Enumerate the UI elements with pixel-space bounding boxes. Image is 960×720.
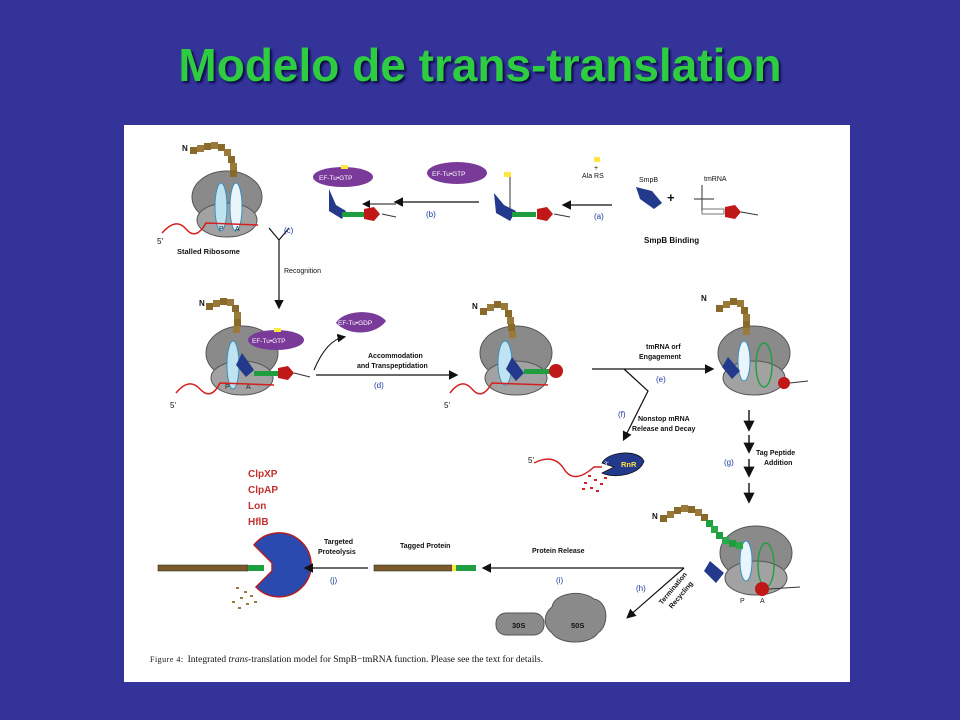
mid3-n-label: N [701, 294, 707, 303]
tagged-protein-label: Tagged Protein [400, 543, 450, 550]
caption-text-2: -translation model for SmpB−tmRNA functi… [248, 654, 543, 665]
tagged-protein-tag [456, 565, 476, 571]
smpb-label: SmpB [639, 177, 658, 184]
step-e-label: (e) [656, 375, 666, 384]
trans-translation-figure: P A N 5' Stalled Ribosome EF-Tu•GTP EF-T… [124, 125, 850, 682]
degraded-protein-tag [248, 565, 264, 571]
nucleotide-fragments [582, 475, 607, 492]
arrow-f [622, 368, 649, 442]
rnr-three-prime: 3' [604, 462, 608, 468]
ribosome-accommodated [479, 325, 563, 396]
five-prime-label: 5' [157, 237, 163, 246]
caption-text-1: Integrated [188, 655, 229, 665]
step-d-label: (d) [374, 381, 384, 390]
targeted-label: Targeted [324, 539, 353, 546]
tagged-protein-chain [373, 564, 453, 572]
accommodation-label: Accommodation [368, 353, 423, 360]
mid2-mrna [449, 382, 549, 395]
ef-tu-gdp-shape [336, 312, 386, 333]
ala-rs-label: Ala RS [582, 173, 604, 180]
step-c-label: (c) [284, 226, 294, 235]
site-a-label: A [235, 226, 240, 233]
peptide-fragments [232, 587, 257, 609]
mid1-peptide-chain [206, 298, 241, 333]
stalled-ribosome-label: Stalled Ribosome [177, 247, 240, 256]
slide-title: Modelo de trans-translation [178, 39, 782, 91]
ribosome-terminating: P A [704, 525, 801, 605]
tmrna-label: tmRNA [704, 176, 727, 183]
ribosome-tmrna-engaged [717, 325, 809, 396]
figure-caption: Figure 4: Integrated trans-translation mo… [150, 654, 543, 665]
rnr-label: RnR [621, 460, 637, 469]
step-g-label: (g) [724, 458, 734, 467]
nascent-peptide-chain [190, 142, 237, 177]
tagged-protein-ala [452, 565, 456, 571]
step-j-label: (j) [330, 576, 337, 585]
protein-release-label: Protein Release [532, 548, 585, 555]
ef-tu-gtp-label: EF-Tu•GTP [319, 175, 352, 182]
protease-lon: Lon [248, 501, 266, 512]
mid2-peptide-chain [480, 301, 516, 338]
tmrna-molecule [694, 185, 759, 219]
bot-site-p: P [740, 598, 745, 605]
ef-tu-tmrna-complex: EF-Tu•GTP [313, 165, 397, 221]
ef-tu-release-arrow [313, 333, 347, 371]
step-a-label: (a) [594, 212, 604, 221]
ef-tu-gtp-free: EF-Tu•GTP [427, 162, 487, 184]
smpb-tmrna-ala [494, 172, 571, 221]
step-i-label: (i) [556, 576, 563, 585]
ala-rs-plus: + [594, 165, 598, 172]
bot-n-label: N [652, 512, 658, 521]
arrow-h [626, 567, 685, 619]
release-decay-label: Release and Decay [632, 426, 696, 433]
protease-clpxp: ClpXP [248, 469, 278, 480]
caption-text-italic: trans [229, 655, 249, 665]
subunit-50s [544, 592, 607, 643]
mid1-n-label: N [199, 299, 205, 308]
stalled-ribosome: P A [191, 170, 263, 238]
decaying-mrna [533, 458, 602, 478]
step-b-label: (b) [426, 210, 436, 219]
n-terminus-label: N [182, 144, 188, 153]
engagement-label: Engagement [639, 354, 682, 361]
degraded-protein-chain [157, 564, 249, 572]
recognition-label: Recognition [284, 268, 321, 275]
subunit-30s [495, 612, 545, 636]
step-f-label: (f) [618, 410, 626, 419]
mid1-site-p: P [225, 384, 230, 391]
rnr-enzyme [601, 452, 645, 477]
addition-label: Addition [764, 460, 792, 467]
ef-tu-gdp-label: EF-Tu•GDP [338, 320, 372, 327]
tag-peptide-label: Tag Peptide [756, 450, 795, 457]
mid2-five-prime: 5' [444, 401, 450, 410]
mid1-mrna [175, 382, 275, 395]
smpb-binding-label: SmpB Binding [644, 236, 699, 245]
mid1-five-prime: 5' [170, 401, 176, 410]
subunit-50s-label: 50S [571, 621, 584, 630]
caption-figure-label: Figure 4: [150, 655, 184, 664]
mid3-peptide-chain [716, 298, 750, 335]
alanine-icon [594, 157, 600, 162]
smpb-protein [636, 187, 662, 209]
bot-site-a: A [760, 598, 765, 605]
plus-sign: + [667, 190, 675, 205]
tmrna-orf-label: tmRNA orf [646, 344, 681, 351]
proteolysis-label: Proteolysis [318, 549, 356, 556]
protease-clpap: ClpAP [248, 485, 278, 496]
mrna-strand [161, 222, 259, 235]
nonstop-mrna-label: Nonstop mRNA [638, 416, 690, 423]
ef-tu-gtp-bound-label: EF-Tu•GTP [252, 338, 285, 345]
decay-five-prime: 5' [528, 456, 534, 465]
transpeptidation-label: and Transpeptidation [357, 363, 428, 370]
site-p-label: P [219, 226, 224, 233]
protease-hflb: HflB [248, 517, 269, 528]
subunit-30s-label: 30S [512, 621, 525, 630]
mid2-n-label: N [472, 302, 478, 311]
mid1-site-a: A [246, 384, 251, 391]
step-h-label: (h) [636, 584, 646, 593]
bot-peptide-chain [660, 505, 743, 549]
ef-tu-gtp-free-label: EF-Tu•GTP [432, 171, 465, 178]
ribosome-ef-tu-bound: EF-Tu•GTP P A [205, 325, 311, 396]
protease-complex [252, 532, 312, 598]
